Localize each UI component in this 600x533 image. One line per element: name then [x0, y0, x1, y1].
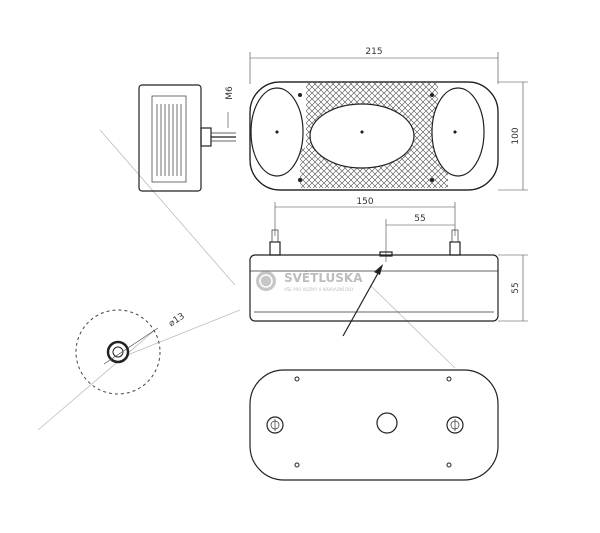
- side-view-body: [138, 84, 202, 192]
- rear-left-stud: [266, 416, 284, 434]
- construction-guides: [37, 129, 456, 431]
- watermark-tagline: VŠE PRO VOZÍKY A NÁHRADNÍ DÍLY: [284, 287, 354, 292]
- side-view-lens: [151, 95, 187, 183]
- top-view: 150 55 55: [249, 197, 528, 337]
- hole-detail-outline: [75, 309, 161, 395]
- depth-dimension-label: 55: [511, 282, 521, 293]
- hole-detail-bore: [112, 346, 124, 358]
- hole-detail: ⌀13: [75, 309, 187, 395]
- hole-diameter-leader: [103, 327, 159, 365]
- watermark-logo: [256, 271, 276, 291]
- hole-diameter-label: ⌀13: [167, 312, 187, 330]
- right-lens: [431, 87, 485, 177]
- front-view-screws: [298, 93, 434, 182]
- lens-center-marks: [275, 130, 457, 134]
- rear-right-stud: [446, 416, 464, 434]
- side-view-ribs: [156, 104, 182, 176]
- top-view-right-stud: [449, 229, 461, 256]
- watermark: SVĚTLUŠKA VŠE PRO VOZÍKY A NÁHRADNÍ DÍLY: [256, 270, 363, 292]
- rear-view: [249, 369, 499, 481]
- rear-cable-hole: [376, 412, 398, 434]
- width-dimension-label: 215: [365, 47, 382, 57]
- top-view-cable-outlet: [379, 251, 393, 257]
- center-lens: [309, 103, 415, 169]
- center-offset-label: 55: [414, 214, 425, 224]
- leader-line: [342, 265, 383, 337]
- thread-dimension-label: M6: [225, 86, 235, 100]
- rear-view-screws: [294, 376, 452, 468]
- stud-spacing-label: 150: [356, 197, 373, 207]
- top-view-left-stud: [269, 229, 281, 256]
- side-view-stud: [200, 112, 236, 147]
- top-view-housing: [249, 254, 499, 322]
- rear-view-housing: [249, 369, 499, 481]
- height-dimension-label: 100: [511, 127, 521, 144]
- watermark-brand: SVĚTLUŠKA: [284, 270, 363, 285]
- side-view: M6: [138, 84, 236, 192]
- front-view: 215 100: [249, 47, 528, 191]
- leader-arrow: [374, 264, 383, 275]
